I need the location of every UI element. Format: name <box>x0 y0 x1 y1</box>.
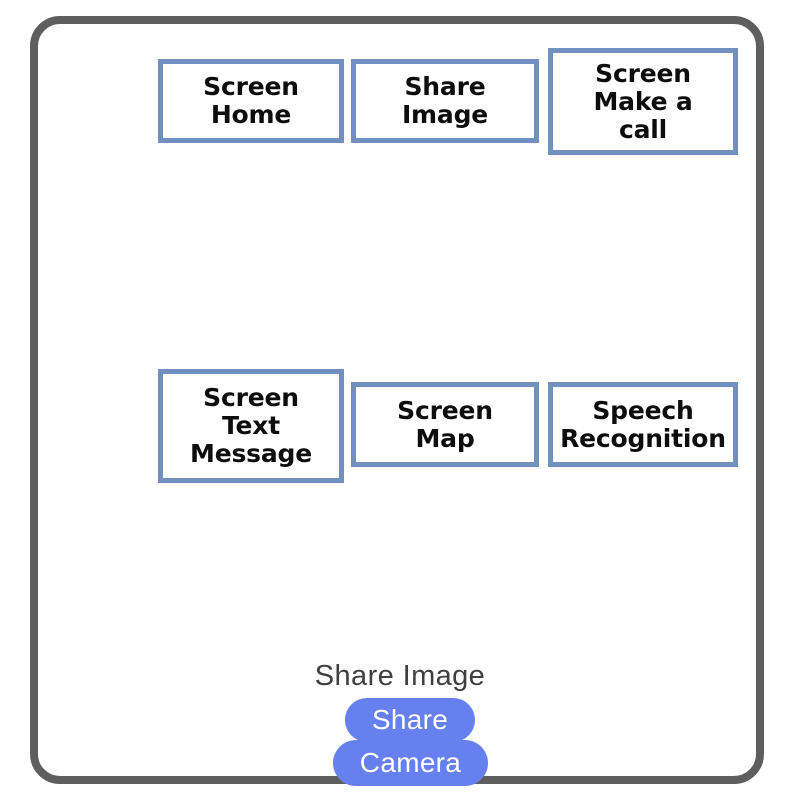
flow-box-speech-recognition-label: Speech Recognition <box>560 396 726 453</box>
share-sheet-title: Share Image <box>314 660 486 692</box>
flow-box-screen-map[interactable]: Screen Map <box>351 382 539 467</box>
flow-box-screen-text-message-label: Screen Text Message <box>190 383 312 468</box>
share-sheet: Share Image <box>0 662 800 698</box>
share-option-camera[interactable]: Camera <box>333 740 488 786</box>
flow-box-make-a-call-label: Screen Make a call <box>593 58 693 144</box>
device-frame: Screen Home Share Image Screen Make a ca… <box>30 16 764 784</box>
flow-box-screen-home-label: Screen Home <box>203 72 299 129</box>
flow-box-share-image-label: Share Image <box>401 72 489 129</box>
flow-box-speech-recognition[interactable]: Speech Recognition <box>548 382 738 467</box>
flow-box-screen-home[interactable]: Screen Home <box>158 59 344 143</box>
share-option-share[interactable]: Share <box>345 698 475 742</box>
share-option-camera-label: Camera <box>359 747 462 778</box>
flow-box-share-image[interactable]: Share Image <box>351 59 539 143</box>
flow-box-make-a-call[interactable]: Screen Make a call <box>548 48 738 155</box>
flow-box-screen-text-message[interactable]: Screen Text Message <box>158 369 344 483</box>
share-option-share-label: Share <box>371 704 449 735</box>
flow-box-screen-map-label: Screen Map <box>397 395 493 453</box>
